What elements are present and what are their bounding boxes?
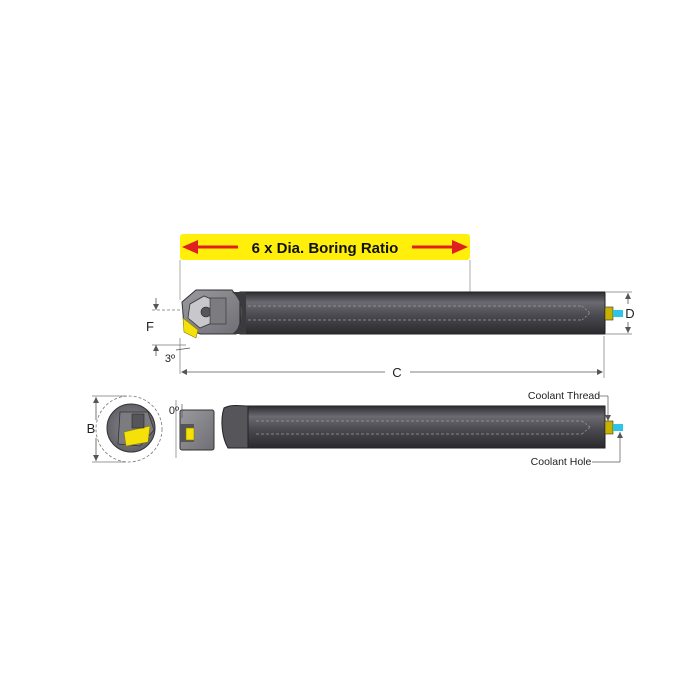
side-view <box>179 405 623 451</box>
banner-text: 6 x Dia. Boring Ratio <box>252 240 399 257</box>
angle-top-callout: 3º <box>165 338 191 374</box>
D-arrowhead-bottom <box>625 327 631 333</box>
F-arrowhead-top <box>153 304 159 310</box>
angle-top-label: 3º <box>165 353 175 365</box>
D-arrowhead-top <box>625 293 631 299</box>
B-arrowhead-top <box>93 397 99 403</box>
angle-bottom-label: 0º <box>169 405 179 417</box>
side-insert <box>185 427 195 441</box>
banner-background <box>180 234 470 260</box>
coolant-hole-label: Coolant Hole <box>531 456 592 468</box>
banner-arrowhead-right <box>452 240 468 254</box>
top-coolant-port <box>613 310 623 317</box>
dimension-D: D <box>606 291 635 335</box>
F-label: F <box>146 319 154 334</box>
side-coolant-channel-end <box>581 420 591 428</box>
C-label: C <box>392 365 401 380</box>
B-arrowhead-bottom <box>93 455 99 461</box>
side-coolant-channel-end2 <box>581 426 591 435</box>
banner-arrowhead-left <box>182 240 198 254</box>
top-cutting-edge <box>182 317 199 339</box>
end-view-clamp <box>131 413 145 429</box>
end-view-outer <box>95 395 163 463</box>
C-arrowhead-left <box>181 369 187 375</box>
side-bar-shank <box>247 405 606 449</box>
dimension-F: F <box>146 298 186 356</box>
top-insert-screw <box>200 306 212 318</box>
side-coolant-port <box>613 424 623 431</box>
coolant-hole-arrowhead <box>617 432 623 438</box>
angle-bottom-callout: 0º <box>169 400 183 458</box>
coolant-thread-callout: Coolant Thread <box>528 390 611 421</box>
top-view <box>181 289 623 339</box>
side-bar-neck <box>221 405 249 449</box>
B-label: B <box>87 421 96 436</box>
top-coolant-channel-end <box>581 305 591 314</box>
top-coolant-fitting <box>604 306 614 321</box>
top-clamp <box>209 297 227 325</box>
dimension-C: C <box>181 336 605 380</box>
coolant-hole-callout: Coolant Hole <box>531 432 623 468</box>
C-arrowhead-right <box>597 369 603 375</box>
boring-ratio-banner: 6 x Dia. Boring Ratio <box>180 234 470 260</box>
end-view <box>95 395 163 463</box>
D-label: D <box>625 306 634 321</box>
side-coolant-fitting <box>604 420 614 435</box>
F-arrowhead-bottom <box>153 345 159 351</box>
coolant-thread-label: Coolant Thread <box>528 390 600 402</box>
top-bar-neck <box>232 292 246 334</box>
top-coolant-channel-end2 <box>581 312 591 321</box>
coolant-thread-arrowhead <box>605 415 611 421</box>
angle-top-leader <box>175 347 191 351</box>
top-bar-shank <box>239 291 606 335</box>
dimension-B: B <box>87 395 126 463</box>
